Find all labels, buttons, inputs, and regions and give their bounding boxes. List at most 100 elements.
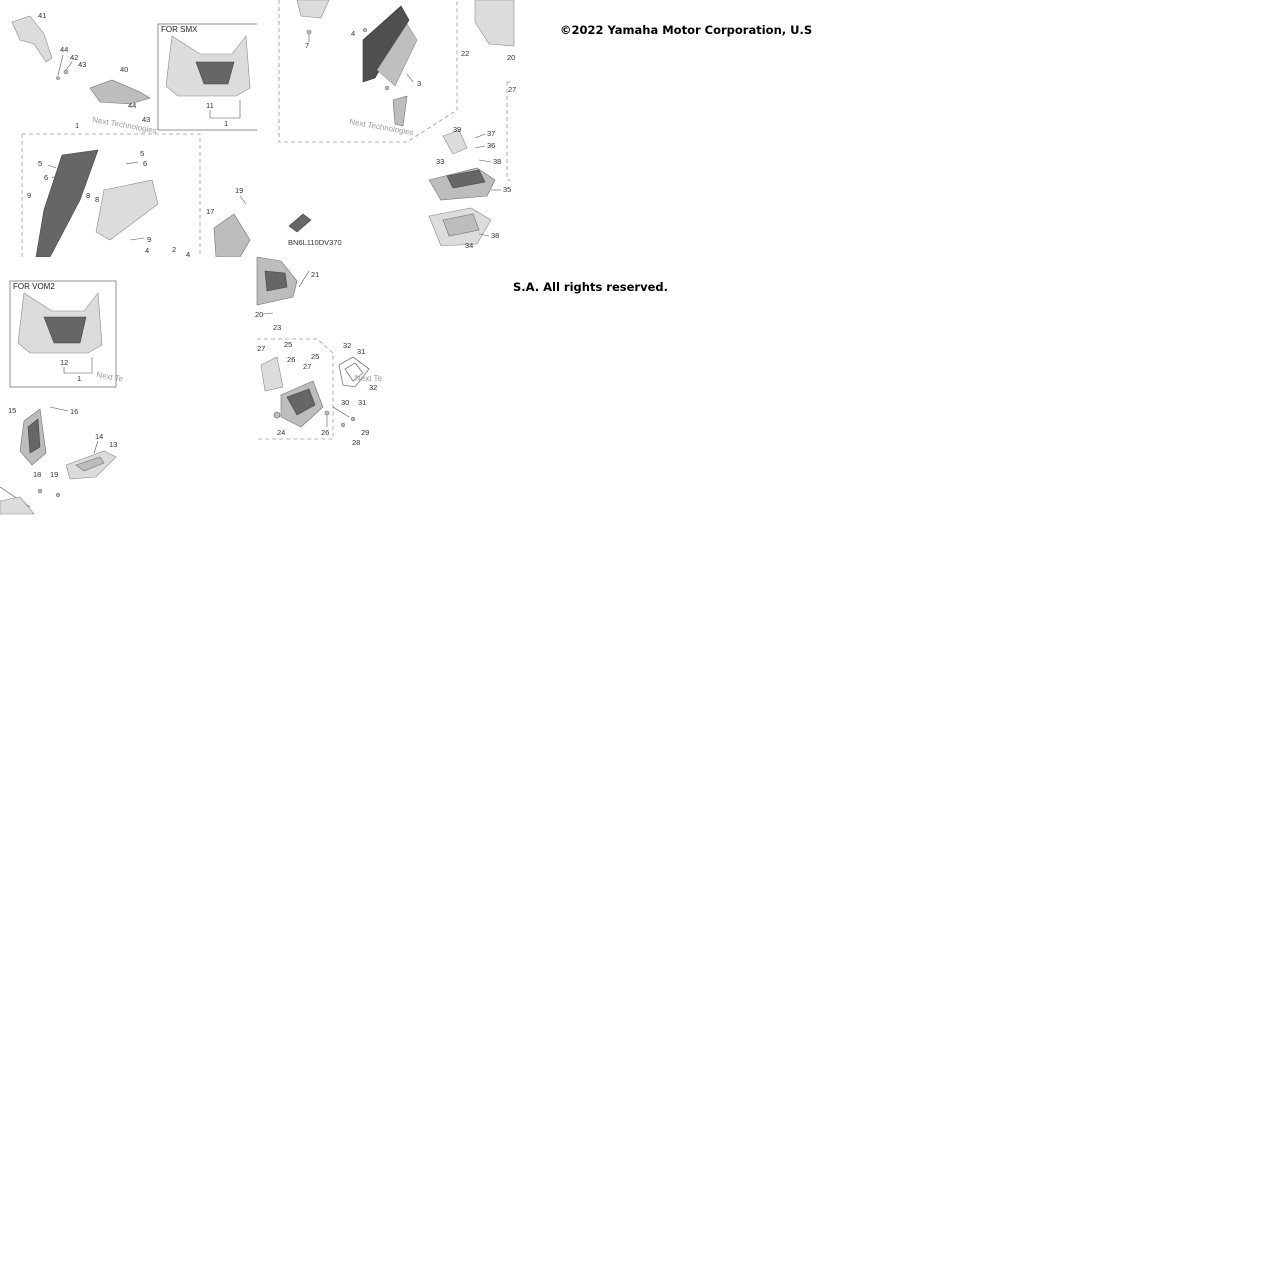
callout-32: 32 [343, 341, 351, 350]
callout-8b: 8 [95, 195, 99, 204]
callout-2: 2 [172, 245, 176, 254]
diagram-tile-top-left: 41 44 42 43 40 44 43 Next Technologies F… [0, 0, 263, 259]
callout-38: 38 [493, 157, 501, 166]
callout-21: 21 [311, 270, 319, 279]
screw-4 [363, 28, 367, 32]
callout-36: 36 [487, 141, 495, 150]
callout-20-top: 20 [507, 53, 515, 62]
callout-37: 37 [487, 129, 495, 138]
part-20-inner [264, 270, 288, 292]
callout-1-vom2: 1 [77, 374, 81, 383]
callout-20: 20 [255, 310, 263, 319]
callout-36b: 38 [491, 231, 499, 240]
diagram-tile-top-middle: 7 4 3 Next Technologies 22 20 27 39 37 3… [257, 0, 516, 257]
part-15-lens [27, 418, 41, 454]
callout-29: 29 [361, 428, 369, 437]
part-33-inner [446, 169, 486, 189]
callout-34: 34 [465, 241, 473, 250]
screw-44 [56, 76, 60, 80]
callout-14: 14 [95, 432, 103, 441]
windscreen-assembly-outline [278, 0, 458, 143]
grommet-left [273, 411, 281, 419]
part-20-cover [474, 0, 515, 47]
callout-15: 15 [8, 406, 16, 415]
callout-30: 30 [341, 398, 349, 407]
watermark-c: Next Te [96, 370, 125, 384]
callout-31: 31 [357, 347, 365, 356]
smx-cowl-panel-11 [195, 61, 235, 85]
callout-40: 40 [120, 65, 128, 74]
for-smx-label: FOR SMX [161, 25, 198, 34]
part-40-cover [89, 79, 151, 105]
callout-9: 9 [27, 191, 31, 200]
callout-13: 13 [109, 440, 117, 449]
callout-39: 39 [453, 125, 461, 134]
part-17-duct [213, 213, 251, 258]
callout-24: 24 [277, 428, 285, 437]
callout-44: 44 [60, 45, 68, 54]
callout-26: 26 [287, 355, 295, 364]
part-25-cover [260, 356, 284, 392]
watermark-d: Next Te [355, 374, 383, 383]
callout-1: 1 [75, 121, 79, 130]
part-lower-bracket [0, 496, 35, 515]
screw-7 [306, 29, 312, 35]
screw-26 [324, 410, 330, 416]
part-2-side-cowl [35, 149, 99, 258]
for-vom2-label: FOR VOM2 [13, 282, 55, 291]
part-upper-cowl [296, 0, 330, 19]
callout-27-top: 27 [508, 85, 516, 94]
callout-17: 17 [206, 207, 214, 216]
part-30-frame [338, 356, 370, 388]
diagram-icon [288, 213, 312, 233]
callout-12: 12 [60, 358, 68, 367]
screw-19 [55, 492, 61, 498]
callout-3: 3 [417, 79, 421, 88]
callout-26b: 26 [321, 428, 329, 437]
callout-6b: 6 [143, 159, 147, 168]
callout-42: 42 [70, 53, 78, 62]
callout-4: 4 [145, 246, 149, 255]
part-34-inner [442, 213, 480, 237]
for-vom2-box [9, 280, 117, 388]
callout-27c: 27 [303, 362, 311, 371]
screw-28 [340, 422, 346, 428]
callout-43: 43 [78, 60, 86, 69]
callout-31b: 31 [358, 398, 366, 407]
callout-33: 33 [436, 157, 444, 166]
callout-35: 35 [503, 185, 511, 194]
vom2-cowl-panel-12 [43, 316, 87, 344]
callout-19: 19 [235, 186, 243, 195]
callout-8: 8 [86, 191, 90, 200]
callout-5: 5 [38, 159, 42, 168]
part-13-lens [75, 456, 105, 472]
callout-11: 11 [206, 101, 214, 110]
screw-screen [384, 85, 390, 91]
callout-43b: 43 [142, 115, 150, 124]
part-39-stay [442, 129, 468, 155]
callout-27: 27 [257, 344, 265, 353]
windscreen-tint [376, 23, 418, 87]
callout-6: 6 [44, 173, 48, 182]
assembly-right-outline [506, 81, 514, 181]
watermark-b: Next Technologies [349, 117, 415, 137]
callout-44b: 44 [128, 101, 136, 110]
callout-32b: 32 [369, 383, 377, 392]
callout-41: 41 [38, 11, 46, 20]
callout-18: 18 [33, 470, 41, 479]
diagram-code: BN6L110DV370 [288, 238, 342, 247]
callout-23: 23 [273, 323, 281, 332]
assembly-1-outline [21, 133, 201, 257]
part-24-inner [286, 388, 316, 416]
part-41-bracket [11, 15, 53, 63]
callout-16: 16 [70, 407, 78, 416]
part-stay [392, 95, 408, 127]
callout-9b: 9 [147, 235, 151, 244]
diagram-tile-mid-left: FOR VOM2 12 1 Next Te 15 16 14 13 18 19 [0, 257, 257, 515]
callout-19b: 19 [50, 470, 58, 479]
callout-22: 22 [461, 49, 469, 58]
callout-1-smx: 1 [224, 119, 228, 128]
callout-4b: 4 [186, 250, 190, 259]
callout-7: 7 [305, 41, 309, 50]
copyright-text-top: ©2022 Yamaha Motor Corporation, U.S [560, 23, 813, 37]
